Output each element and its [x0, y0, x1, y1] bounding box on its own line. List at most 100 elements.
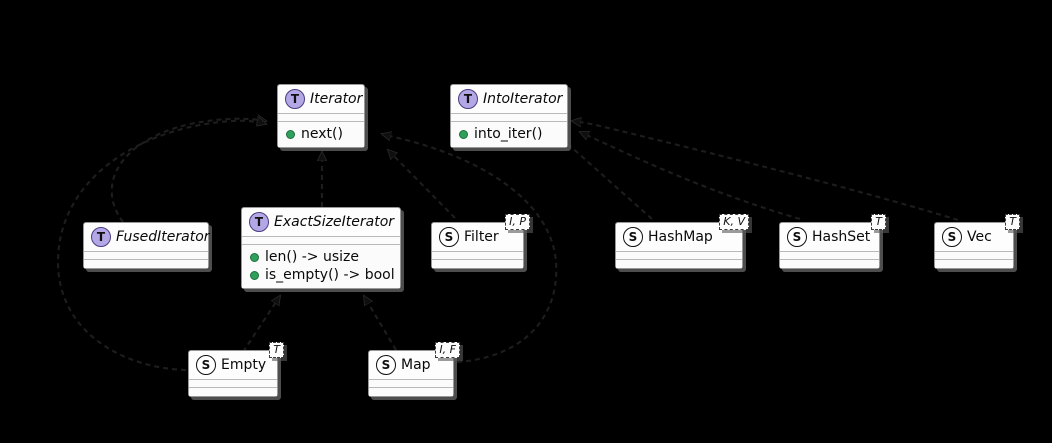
node-map-title: Map	[401, 357, 431, 373]
attributes-compartment	[189, 380, 277, 387]
methods-compartment	[189, 388, 277, 396]
struct-stereotype-icon: S	[439, 227, 459, 247]
attributes-compartment	[935, 252, 1013, 259]
node-empty-title: Empty	[221, 357, 267, 373]
methods-compartment	[780, 260, 879, 268]
divider	[780, 251, 879, 252]
trait-stereotype-icon: T	[91, 227, 111, 247]
node-filter-title: Filter	[464, 229, 499, 245]
node-hashset-title: HashSet	[812, 229, 871, 245]
trait-stereotype-icon: T	[458, 89, 478, 109]
generics-badge-vec: T	[1005, 214, 1020, 230]
node-iterator[interactable]: T Iterator next()	[277, 84, 365, 148]
generics-badge-hashset: T	[871, 214, 886, 230]
divider	[189, 387, 277, 388]
attributes-compartment	[278, 114, 364, 121]
divider	[84, 251, 208, 252]
edge-hashmap-intoiterator	[560, 137, 653, 220]
node-fused-iterator-title: FusedIterator	[116, 229, 210, 245]
methods-compartment: next()	[278, 122, 364, 147]
generics-badge-filter: I, P	[505, 214, 530, 230]
struct-stereotype-icon: S	[623, 227, 643, 247]
node-iterator-header: T Iterator	[278, 85, 364, 113]
member-label: is_empty() -> bool	[265, 267, 395, 283]
trait-stereotype-icon: T	[285, 89, 305, 109]
methods-compartment	[616, 260, 742, 268]
divider	[935, 259, 1013, 260]
attributes-compartment	[369, 380, 453, 387]
member-row: is_empty() -> bool	[250, 266, 395, 284]
methods-compartment	[432, 260, 523, 268]
divider	[451, 113, 567, 114]
methods-compartment: into_iter()	[451, 122, 567, 147]
node-hashset[interactable]: T S HashSet	[779, 214, 886, 269]
divider	[278, 113, 364, 114]
node-into-iterator[interactable]: T IntoIterator into_iter()	[450, 84, 568, 148]
struct-stereotype-icon: S	[376, 355, 396, 375]
divider	[451, 121, 567, 122]
attributes-compartment	[451, 114, 567, 121]
node-iterator-title: Iterator	[310, 91, 363, 107]
struct-stereotype-icon: S	[942, 227, 962, 247]
generics-badge-map: I, F	[435, 342, 460, 358]
divider	[278, 121, 364, 122]
attributes-compartment	[780, 252, 879, 259]
divider	[242, 236, 400, 237]
attributes-compartment	[432, 252, 523, 259]
node-into-iterator-title: IntoIterator	[483, 91, 563, 107]
node-exact-size-iterator-title: ExactSizeIterator	[274, 214, 395, 230]
divider	[189, 379, 277, 380]
node-filter[interactable]: I, P S Filter	[431, 214, 530, 269]
trait-stereotype-icon: T	[249, 212, 269, 232]
divider	[432, 259, 523, 260]
divider	[369, 387, 453, 388]
node-fused-iterator[interactable]: T FusedIterator	[83, 222, 210, 269]
generics-badge-empty: T	[269, 342, 284, 358]
node-map[interactable]: I, F S Map	[368, 342, 460, 397]
visibility-dot-icon	[459, 129, 468, 139]
divider	[780, 259, 879, 260]
divider	[242, 244, 400, 245]
divider	[616, 251, 742, 252]
node-hashmap[interactable]: K, V S HashMap	[615, 214, 749, 269]
visibility-dot-icon	[250, 270, 259, 280]
node-hashmap-header: S HashMap	[616, 223, 742, 251]
node-empty[interactable]: T S Empty	[188, 342, 284, 397]
divider	[84, 259, 208, 260]
attributes-compartment	[616, 252, 742, 259]
generics-badge-hashmap: K, V	[719, 214, 749, 230]
node-exact-size-iterator-header: T ExactSizeIterator	[242, 208, 400, 236]
divider	[935, 251, 1013, 252]
methods-compartment	[84, 260, 208, 268]
methods-compartment	[369, 388, 453, 396]
node-empty-header: S Empty	[189, 351, 277, 379]
methods-compartment: len() -> usize is_empty() -> bool	[242, 245, 400, 288]
edge-hashset-intoiterator	[580, 132, 801, 221]
divider	[369, 379, 453, 380]
node-hashset-header: S HashSet	[780, 223, 879, 251]
member-label: into_iter()	[474, 126, 543, 142]
node-vec[interactable]: T S Vec	[934, 214, 1020, 269]
struct-stereotype-icon: S	[196, 355, 216, 375]
methods-compartment	[935, 260, 1013, 268]
member-row: into_iter()	[459, 125, 559, 143]
node-fused-iterator-header: T FusedIterator	[84, 223, 210, 251]
attributes-compartment	[242, 237, 400, 244]
struct-stereotype-icon: S	[787, 227, 807, 247]
node-exact-size-iterator[interactable]: T ExactSizeIterator len() -> usize is_em…	[241, 207, 401, 289]
visibility-dot-icon	[250, 252, 259, 262]
attributes-compartment	[84, 252, 208, 259]
node-into-iterator-header: T IntoIterator	[451, 85, 567, 113]
member-label: next()	[301, 126, 343, 142]
node-vec-title: Vec	[967, 229, 992, 245]
edge-vec-intoiterator	[572, 121, 959, 222]
visibility-dot-icon	[286, 129, 295, 139]
node-hashmap-title: HashMap	[648, 229, 713, 245]
member-label: len() -> usize	[265, 249, 360, 265]
divider	[432, 251, 523, 252]
divider	[616, 259, 742, 260]
edge-map-exactsizeiterator	[364, 296, 397, 351]
node-vec-header: S Vec	[935, 223, 1013, 251]
member-row: len() -> usize	[250, 248, 392, 266]
